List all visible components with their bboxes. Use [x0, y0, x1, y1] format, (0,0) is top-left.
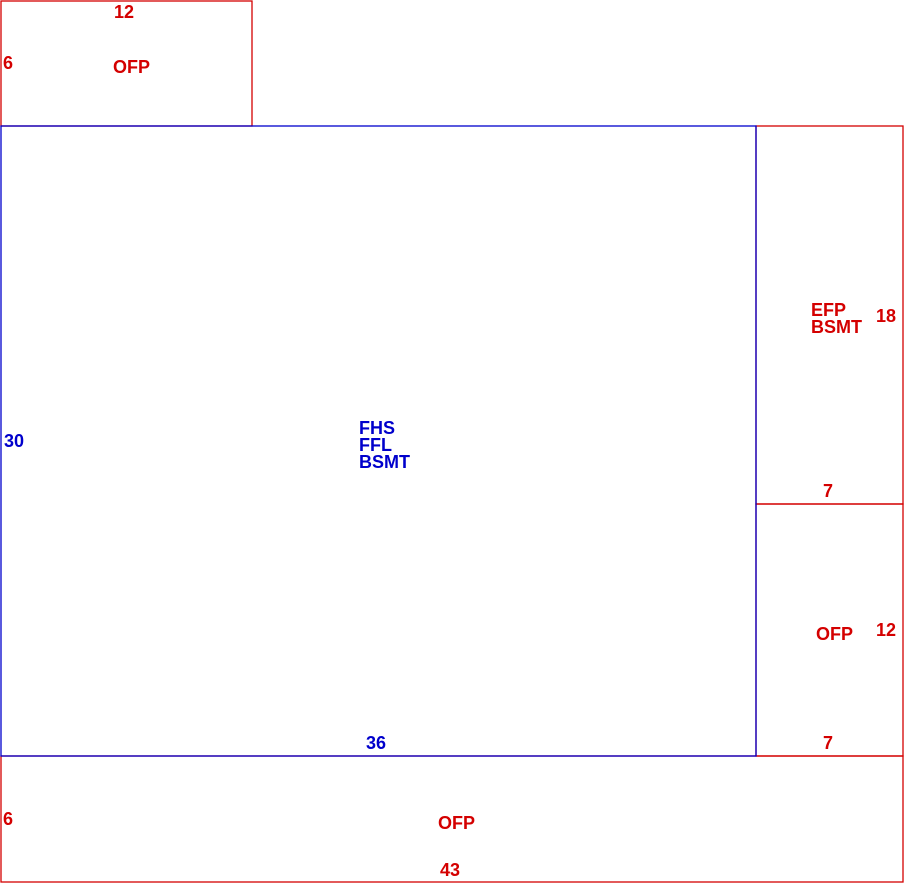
right-upper-dim-bottom: 7 — [823, 481, 833, 501]
main-dim-side: 30 — [4, 431, 24, 451]
main-label-3: BSMT — [359, 452, 410, 472]
right-upper-label-2: BSMT — [811, 317, 862, 337]
main-label-1: FHS — [359, 418, 395, 438]
right-upper-label-1: EFP — [811, 300, 846, 320]
main-structure-area[interactable] — [0, 125, 757, 757]
right-upper-dim-side: 18 — [876, 306, 896, 326]
bottom-porch-dim-side: 6 — [3, 809, 13, 829]
bottom-porch-dim-bottom: 43 — [440, 860, 460, 880]
right-lower-dim-bottom: 7 — [823, 733, 833, 753]
bottom-porch-label: OFP — [438, 813, 475, 833]
main-label-2: FFL — [359, 435, 392, 455]
top-porch-dim-top: 12 — [114, 2, 134, 22]
top-porch-label: OFP — [113, 57, 150, 77]
main-dim-bottom: 36 — [366, 733, 386, 753]
right-lower-dim-side: 12 — [876, 620, 896, 640]
top-porch-dim-side: 6 — [3, 53, 13, 73]
right-lower-label: OFP — [816, 624, 853, 644]
